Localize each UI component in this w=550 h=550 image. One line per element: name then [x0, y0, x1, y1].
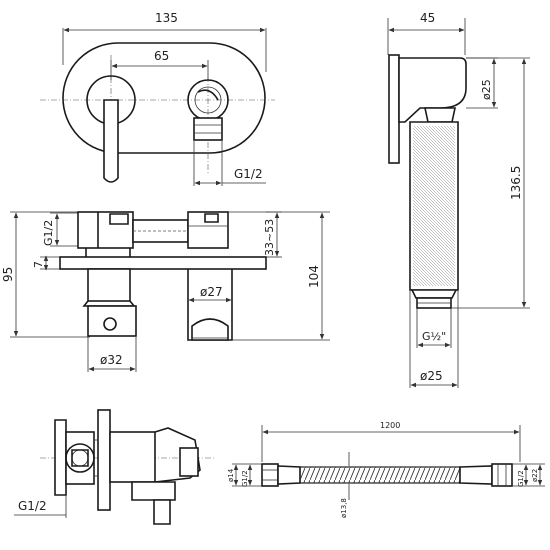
- dim-dia13-8-label: ø13,8: [340, 498, 348, 518]
- dim-g12-bottom-left-label: G1/2: [18, 499, 47, 513]
- hose-view: 1200 ø14 G1/2 ø13,8 G1/2 ø22: [227, 421, 545, 518]
- dim-95-label: 95: [1, 267, 15, 282]
- front-view: 135 65 G1/2: [40, 11, 275, 186]
- dim-dia27-label: ø27: [200, 285, 223, 299]
- mixer-handle-rotated: [179, 447, 199, 477]
- connector-body-rotated: [65, 431, 95, 485]
- dim-7-label: 7: [32, 261, 45, 268]
- dim-dia22-label: ø22: [531, 469, 539, 482]
- plate-rotated: [97, 409, 111, 511]
- dim-33-53-label: 33~53: [263, 219, 276, 256]
- mixer-lever: [103, 99, 119, 183]
- dim-g12-top-label: G1/2: [234, 167, 263, 181]
- hose-coil: [299, 466, 461, 484]
- dim-dia32-label: ø32: [100, 353, 123, 367]
- dim-g12-hose-right-label: G1/2: [517, 470, 525, 487]
- dim-dia25-top-label: ø25: [480, 79, 493, 100]
- rotated-view: G1/2: [14, 409, 215, 525]
- cover-plate: [62, 42, 266, 154]
- plate-side: [59, 256, 267, 270]
- dim-104-label: 104: [307, 265, 321, 288]
- dim-136-5-label: 136.5: [509, 166, 523, 200]
- connector-body-side: [187, 211, 229, 249]
- lever-end: [87, 305, 137, 337]
- dim-dia25-bottom-label: ø25: [420, 369, 443, 383]
- side-view: 95 G1/2 7 ø27: [1, 211, 330, 372]
- dim-g12-handshower-label: G½": [422, 330, 446, 343]
- dim-135-label: 135: [155, 11, 178, 25]
- dim-dia14-left-label: ø14: [227, 468, 235, 482]
- dim-1200-label: 1200: [380, 421, 400, 430]
- dim-g12-hose-left-label: G1/2: [241, 470, 249, 487]
- dim-65-label: 65: [154, 49, 169, 63]
- hand-shower-view: 45 ø25 136.5 G½" ø25: [387, 11, 530, 388]
- hose-left-nut: [261, 463, 279, 487]
- outlet-nut: [193, 117, 223, 141]
- dim-45-label: 45: [420, 11, 435, 25]
- hose-right-nut: [491, 463, 513, 487]
- shower-holder-plate: [388, 54, 400, 164]
- dim-g12-left-label: G1/2: [42, 220, 55, 246]
- handshower-holder: [191, 318, 229, 341]
